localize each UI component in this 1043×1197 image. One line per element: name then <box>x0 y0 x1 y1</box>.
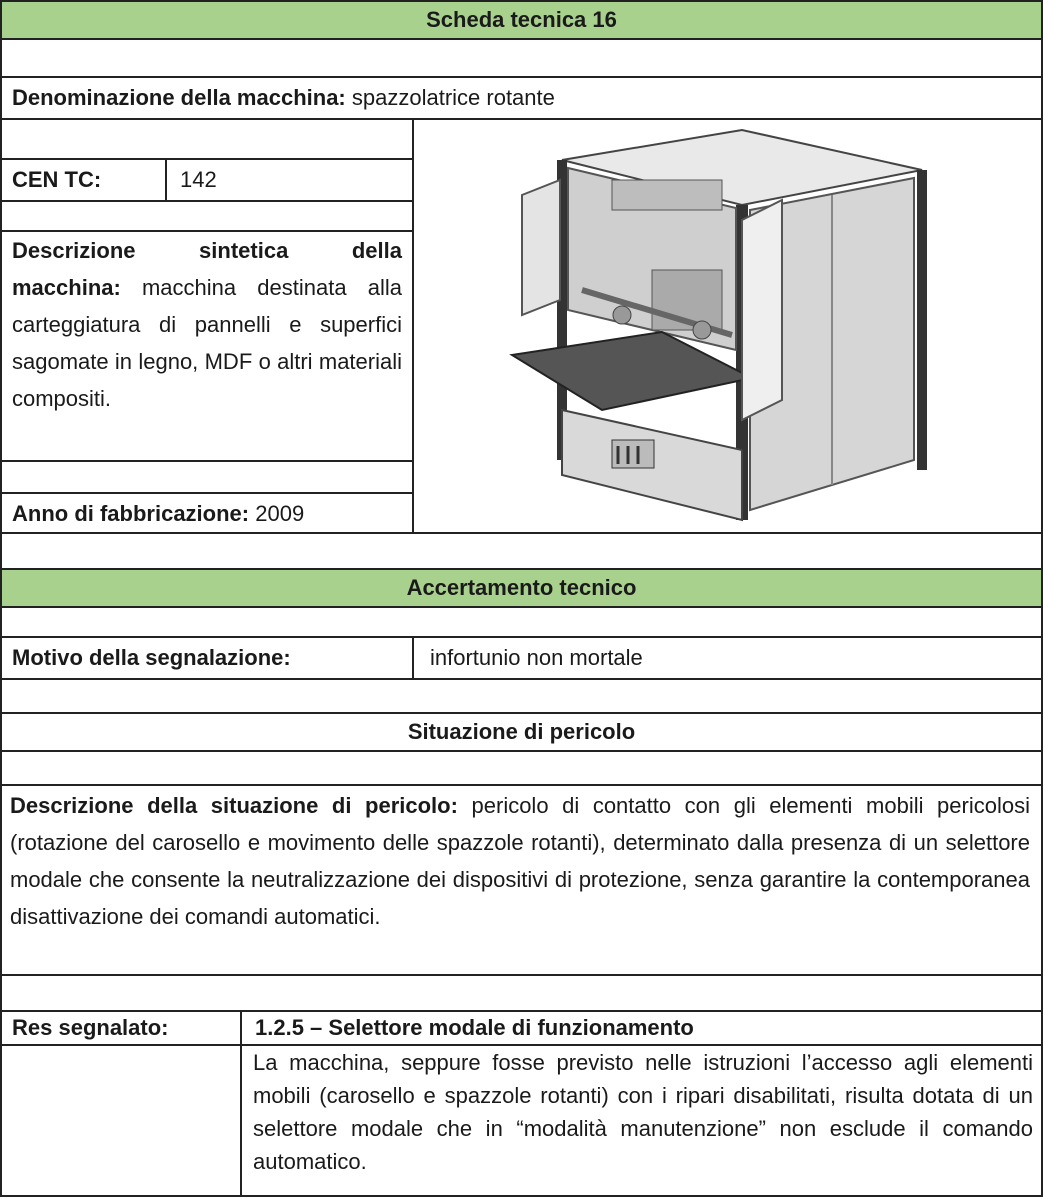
danger-description-row <box>2 786 1041 976</box>
divider <box>2 492 412 494</box>
spacer-row <box>2 608 1041 638</box>
machine-description-value: macchina destinata alla carteggiatura di… <box>12 275 402 411</box>
spacer-row <box>2 534 1041 570</box>
spacer-row <box>2 680 1041 714</box>
res-code: 1.2.5 – Selettore modale di funzionament… <box>255 1015 694 1040</box>
panel-divider <box>412 120 414 534</box>
res-label: Res segnalato: <box>12 1015 169 1040</box>
cen-value: 142 <box>180 167 217 192</box>
machine-name-value: spazzolatrice rotante <box>351 85 555 110</box>
divider <box>2 200 412 202</box>
machine-name-label: Denominazione della macchina: <box>12 85 346 110</box>
danger-description: Descrizione della situazione di pericolo… <box>10 787 1030 935</box>
sheet-title: Scheda tecnica 16 <box>2 2 1041 40</box>
cen-divider <box>165 158 167 202</box>
danger-description-value: pericolo di contatto con gli elementi mo… <box>10 793 1030 929</box>
machine-name-row: Denominazione della macchina: spazzolatr… <box>2 78 1041 120</box>
machine-description: Descrizione sintetica della macchina: ma… <box>12 232 402 417</box>
motive-divider <box>412 638 414 680</box>
cen-label: CEN TC: <box>12 167 102 192</box>
assessment-title: Accertamento tecnico <box>2 570 1041 608</box>
year-label: Anno di fabbricazione: <box>12 501 250 526</box>
machine-image <box>509 128 927 522</box>
motive-row <box>2 638 1041 680</box>
spacer-row <box>2 40 1041 78</box>
res-text: La macchina, seppure fosse previsto nell… <box>253 1050 1033 1174</box>
res-row <box>2 1012 1041 1046</box>
motive-value: infortunio non mortale <box>430 645 643 670</box>
divider <box>2 230 412 232</box>
spacer-row <box>2 752 1041 786</box>
divider <box>2 158 412 160</box>
machine-description-label: Descrizione sintetica della macchina: <box>12 238 402 300</box>
divider <box>2 532 1041 534</box>
divider <box>2 460 412 462</box>
danger-title: Situazione di pericolo <box>2 714 1041 752</box>
spacer-row <box>2 976 1041 1012</box>
res-divider <box>240 1012 242 1197</box>
year-value: 2009 <box>255 501 305 526</box>
motive-label: Motivo della segnalazione: <box>12 645 291 670</box>
danger-description-label: Descrizione della situazione di pericolo… <box>10 793 458 818</box>
year-row: Anno di fabbricazione: 2009 <box>12 494 304 534</box>
